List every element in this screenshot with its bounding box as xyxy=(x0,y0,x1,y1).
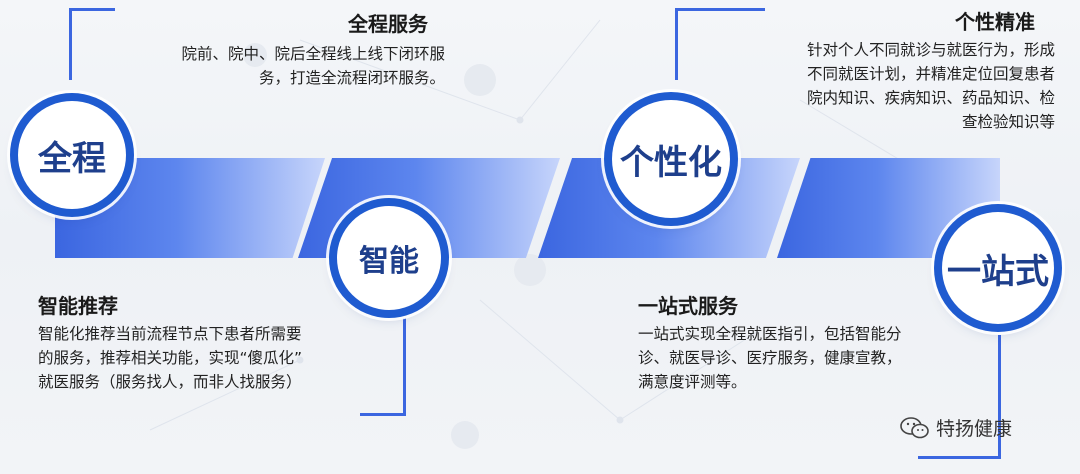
connector-line xyxy=(675,8,765,11)
description-line: 满意度评测等。 xyxy=(638,373,747,391)
connector-line xyxy=(360,413,406,416)
wechat-icon xyxy=(900,416,929,438)
connector-line xyxy=(998,335,1001,459)
description-line: 就医服务（服务找人，而非人找服务） xyxy=(38,373,302,391)
section-title: 个性精准 xyxy=(955,10,1035,34)
watermark-text: 特扬健康 xyxy=(936,418,1013,440)
description-line: 诊、就医导诊、医疗服务，健康宣教， xyxy=(638,349,902,367)
section-description: 针对个人不同就诊与就医行为，形成 不同就医计划，并精准定位回复患者 院内知识、疾… xyxy=(745,38,1055,134)
description-line: 智能化推荐当前流程节点下患者所需要 xyxy=(38,325,302,343)
description-line: 针对个人不同就诊与就医行为，形成 xyxy=(806,41,1055,59)
circle-zhineng: 智能 xyxy=(337,206,441,310)
section-description: 院前、院中、院后全程线上线下闭环服 务，打造全流程闭环服务。 xyxy=(120,42,445,90)
section-title: 全程服务 xyxy=(348,12,428,36)
circle-quancheng: 全程 xyxy=(18,101,126,209)
section-title: 一站式服务 xyxy=(638,294,738,318)
description-line: 一站式实现全程就医指引，包括智能分 xyxy=(638,325,902,343)
description-line: 院内知识、疾病知识、药品知识、检 xyxy=(806,89,1055,107)
connector-line xyxy=(403,318,406,416)
connector-line xyxy=(675,8,678,80)
description-line: 务，打造全流程闭环服务。 xyxy=(258,69,445,87)
description-line: 不同就医计划，并精准定位回复患者 xyxy=(806,65,1055,83)
section-title: 智能推荐 xyxy=(38,294,118,318)
connector-line xyxy=(69,8,115,11)
description-line: 的服务，推荐相关功能，实现“傻瓜化” xyxy=(38,349,303,367)
section-description: 一站式实现全程就医指引，包括智能分 诊、就医导诊、医疗服务，健康宣教， 满意度评… xyxy=(638,322,902,394)
description-line: 院前、院中、院后全程线上线下闭环服 xyxy=(181,45,445,63)
circle-gexinghua: 个性化 xyxy=(612,100,730,218)
section-description: 智能化推荐当前流程节点下患者所需要 的服务，推荐相关功能，实现“傻瓜化” 就医服… xyxy=(38,322,302,394)
connector-line xyxy=(69,8,72,80)
circle-yizhanshi: 一站式 xyxy=(942,212,1054,324)
watermark: 特扬健康 xyxy=(900,414,1012,441)
connector-line xyxy=(918,456,1001,459)
description-line: 查检验知识等 xyxy=(961,113,1055,131)
